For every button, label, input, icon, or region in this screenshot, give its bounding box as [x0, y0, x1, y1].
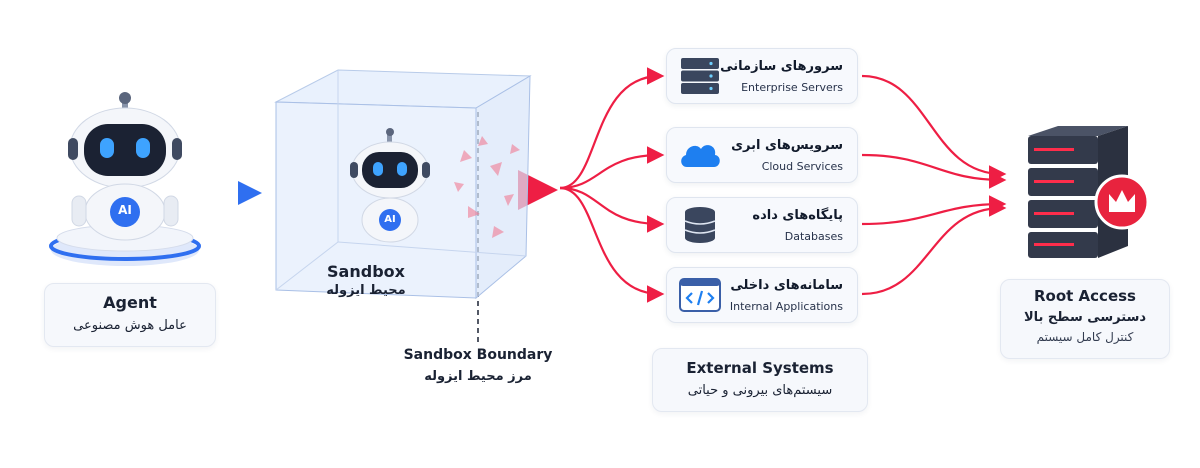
crown-icon: [1109, 190, 1135, 212]
system-fa-label: سرویس‌های ابری: [731, 138, 843, 153]
root-access-card: Root Access دسترسی سطح بالا کنترل کامل س…: [1000, 279, 1170, 359]
system-en-label: Databases: [784, 230, 843, 243]
sandbox-robot-icon: [350, 128, 430, 243]
agent-badge: AI: [118, 203, 132, 217]
system-card-internal: سامانه‌های داخلی Internal Applications: [666, 267, 858, 323]
arrow-to-databases: [559, 186, 665, 233]
cloud-icon: [681, 145, 720, 167]
agent-subtitle: عامل هوش مصنوعی: [73, 318, 187, 333]
agent-label-card: Agent عامل هوش مصنوعی: [44, 283, 216, 347]
external-subtitle: سیستم‌های بیرونی و حیاتی: [687, 383, 833, 398]
agent-title: Agent: [103, 293, 157, 312]
arrow-enterprise-to-root: [861, 74, 1007, 183]
arrow-cloud-to-root: [861, 153, 1007, 189]
shatter-fragments: [454, 136, 520, 238]
server-rack-icon: [681, 58, 719, 94]
boundary-subtitle: مرز محیط ایزوله: [424, 369, 532, 384]
arrow-to-internal: [559, 186, 665, 303]
system-en-label: Internal Applications: [729, 300, 843, 313]
fanout-arrows: [559, 67, 665, 303]
arrow-to-cloud: [559, 146, 665, 190]
arrow-to-enterprise: [559, 67, 665, 190]
sandbox-badge: AI: [384, 214, 396, 225]
system-en-label: Cloud Services: [761, 160, 843, 173]
boundary-title: Sandbox Boundary: [403, 347, 553, 363]
root-title: Root Access: [1034, 287, 1136, 305]
sandbox-title: Sandbox: [327, 262, 405, 281]
root-server-icon: [1028, 126, 1150, 258]
arrow-databases-to-root: [861, 195, 1007, 226]
converge-arrows: [861, 74, 1007, 296]
external-title: External Systems: [686, 359, 834, 377]
external-systems-card: External Systems سیستم‌های بیرونی و حیات…: [652, 348, 868, 412]
arrow-internal-to-root: [861, 199, 1007, 296]
system-fa-label: سرورهای سازمانی: [720, 59, 843, 74]
system-fa-label: پایگاه‌های داده: [752, 208, 843, 223]
system-fa-label: سامانه‌های داخلی: [730, 278, 843, 293]
root-note: کنترل کامل سیستم: [1036, 330, 1134, 344]
sandbox-subtitle: محیط ایزوله: [326, 283, 406, 298]
sandbox-cube: [274, 69, 532, 300]
system-card-databases: پایگاه‌های داده Databases: [666, 197, 858, 253]
root-subtitle: دسترسی سطح بالا: [1023, 310, 1147, 325]
agent-robot-icon: [49, 92, 201, 266]
system-card-cloud: سرویس‌های ابری Cloud Services: [666, 127, 858, 183]
database-icon: [684, 207, 716, 243]
system-card-enterprise: سرورهای سازمانی Enterprise Servers: [666, 48, 858, 104]
code-window-icon: [679, 278, 721, 312]
system-en-label: Enterprise Servers: [741, 81, 843, 94]
